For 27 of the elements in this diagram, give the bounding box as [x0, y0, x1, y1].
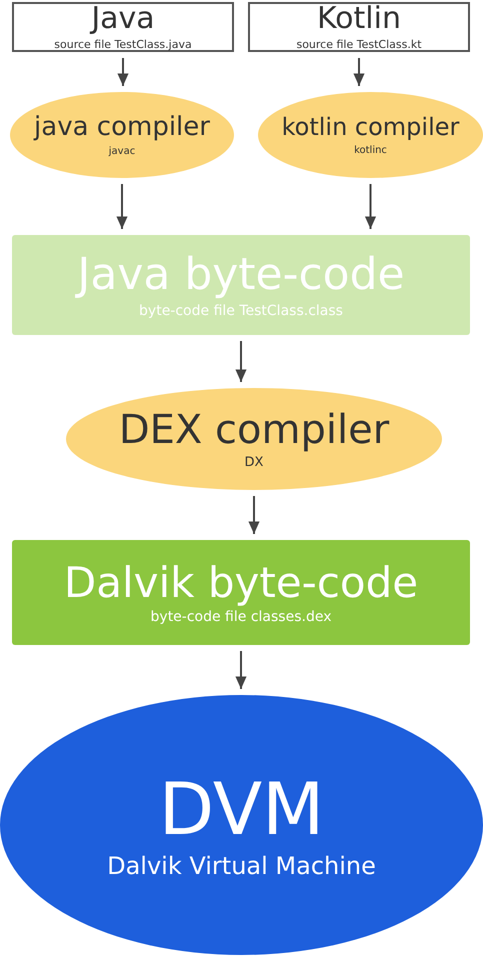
source-box [12, 2, 234, 52]
node-subtitle: source file TestClass.kt [296, 39, 422, 52]
arrow [117, 58, 129, 86]
process-box [12, 540, 470, 645]
arrow [364, 184, 376, 229]
process-box [12, 235, 470, 335]
arrow [116, 184, 128, 229]
node-subtitle: byte-code file classes.dex [150, 610, 332, 626]
node-title: Kotlin [317, 2, 401, 36]
node-title: kotlin compiler [282, 114, 460, 141]
node-title: Dalvik byte-code [64, 560, 418, 606]
node-subtitle: DX [244, 456, 264, 470]
arrow [248, 496, 260, 534]
node-subtitle: byte-code file TestClass.class [139, 304, 343, 319]
node-subtitle: javac [108, 146, 136, 157]
node-title: DEX compiler [118, 408, 390, 452]
arrow [235, 651, 247, 689]
source-box [248, 2, 470, 52]
arrow [353, 58, 365, 86]
node-subtitle: Dalvik Virtual Machine [107, 853, 376, 880]
arrow [235, 341, 247, 382]
node-title: Java [91, 2, 155, 36]
node-title: java compiler [34, 113, 210, 142]
node-title: DVM [158, 770, 324, 850]
node-subtitle: source file TestClass.java [54, 39, 192, 52]
node-title: Java byte-code [77, 251, 405, 300]
node-subtitle: kotlinc [354, 144, 387, 156]
